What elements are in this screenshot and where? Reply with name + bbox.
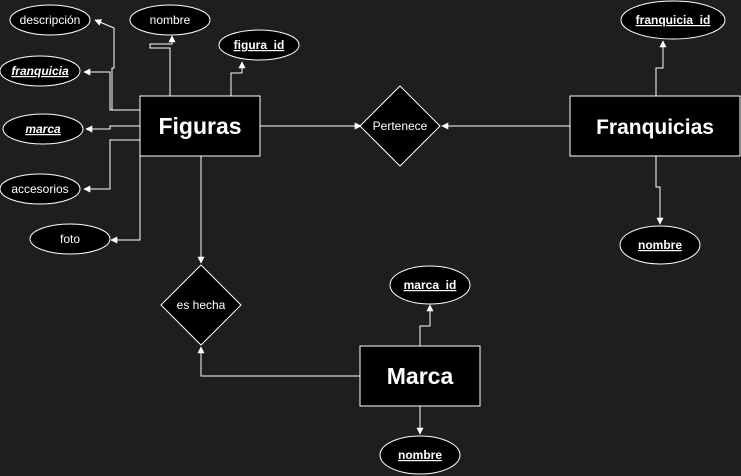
attribute-figura-id-label: figura_id (234, 38, 285, 52)
entity-figuras-label: Figuras (158, 113, 241, 139)
entity-figuras[interactable]: Figuras (139, 95, 261, 157)
connectors (83, 19, 667, 435)
attribute-marca-id-label: marca_id (404, 278, 457, 292)
edge-franquicias-franquicia-id (655, 40, 667, 96)
attribute-marca-figuras[interactable]: marca (2, 113, 84, 145)
relationship-es-hecha[interactable]: es hecha (160, 264, 242, 346)
edge-figuras-accesorios (83, 139, 140, 193)
attribute-marca-id[interactable]: marca_id (389, 265, 471, 305)
attribute-nombre-franquicias[interactable]: nombre (619, 225, 701, 265)
edge-figuras-franquicia (83, 68, 140, 111)
attribute-franquicia-id-label: franquicia_id (636, 13, 711, 27)
attribute-foto[interactable]: foto (29, 223, 111, 255)
relationship-pertenece[interactable]: Pertenece (359, 85, 441, 167)
attribute-franquicia[interactable]: franquicia (0, 55, 81, 87)
relationship-pertenece-label: Pertenece (373, 119, 428, 133)
attribute-franquicia-id[interactable]: franquicia_id (620, 0, 726, 40)
attribute-nombre-marca[interactable]: nombre (379, 435, 461, 475)
entity-franquicias-label: Franquicias (596, 116, 714, 139)
entity-marca[interactable]: Marca (359, 345, 481, 407)
edge-marca-es-hecha (197, 346, 360, 377)
edge-figuras-foto (110, 150, 141, 244)
entity-marca-label: Marca (387, 363, 454, 389)
attribute-nombre-figuras-label: nombre (150, 13, 191, 27)
edge-figuras-marca (85, 125, 140, 133)
edge-marca-marca-id (419, 304, 434, 346)
attribute-nombre-franquicias-label: nombre (638, 238, 682, 252)
edge-figuras-figura-id (230, 61, 246, 96)
attribute-marca-figuras-label: marca (25, 122, 61, 136)
edge-figuras-nombre (149, 35, 176, 96)
attribute-accesorios-label: accesorios (11, 182, 68, 196)
edge-figuras-descripcion (94, 19, 140, 111)
relationship-es-hecha-label: es hecha (177, 298, 226, 312)
attribute-descripcion[interactable]: descripción (9, 4, 91, 36)
attribute-descripcion-label: descripción (20, 13, 81, 27)
attribute-foto-label: foto (60, 232, 80, 246)
attribute-figura-id[interactable]: figura_id (218, 29, 300, 61)
attribute-franquicia-label: franquicia (11, 64, 69, 78)
edge-franquicias-nombre (655, 156, 664, 225)
attribute-nombre-figuras[interactable]: nombre (129, 4, 211, 36)
attribute-nombre-marca-label: nombre (398, 448, 442, 462)
attribute-accesorios[interactable]: accesorios (0, 173, 81, 205)
entity-franquicias[interactable]: Franquicias (569, 95, 741, 157)
